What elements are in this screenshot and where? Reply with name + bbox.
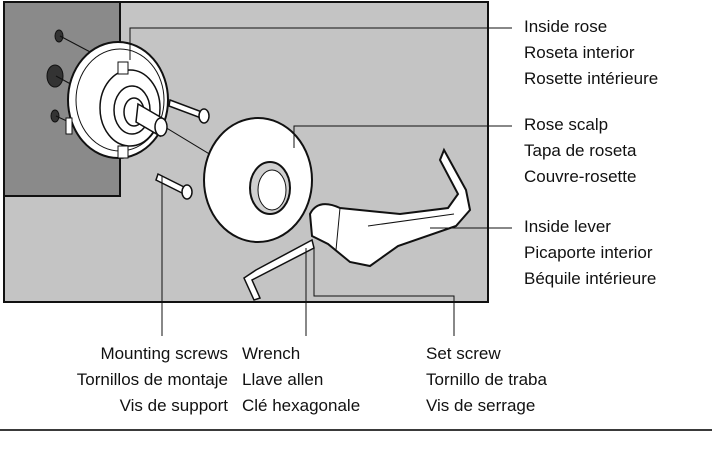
inside-rose-en: Inside rose <box>524 17 608 36</box>
mounting-screws-label: Mounting screws Tornillos de montaje Vis… <box>4 341 228 419</box>
inside-rose-es: Roseta interior <box>524 43 635 62</box>
spindle-part <box>135 102 168 138</box>
set-screw-en: Set screw <box>426 344 501 363</box>
wrench-part <box>243 238 315 301</box>
inside-rose-label: Inside rose Roseta interior Rosette inté… <box>524 14 658 92</box>
inside-lever-part <box>308 147 472 268</box>
rose-scalp-fr: Couvre-rosette <box>524 167 637 186</box>
wrench-fr: Clé hexagonale <box>242 396 361 415</box>
inside-lever-fr: Béquile intérieure <box>524 269 657 288</box>
inside-lever-en: Inside lever <box>524 217 611 236</box>
wrench-label: Wrench Llave allen Clé hexagonale <box>242 341 360 419</box>
door-hole-center <box>46 64 64 88</box>
set-screw-es: Tornillo de traba <box>426 370 547 389</box>
inside-rose-fr: Rosette intérieure <box>524 69 659 88</box>
door-hole-bottom <box>50 109 60 123</box>
inside-lever-es: Picaporte interior <box>524 243 653 262</box>
mounting-screw-upper <box>168 98 210 124</box>
set-screw-fr: Vis de serrage <box>426 396 536 415</box>
callout-leaders <box>129 27 512 336</box>
wrench-en: Wrench <box>242 344 301 363</box>
footer-divider <box>0 429 712 431</box>
door-hole-top <box>54 29 64 43</box>
set-screw-label: Set screw Tornillo de traba Vis de serra… <box>426 341 547 419</box>
rose-scalp-en: Rose scalp <box>524 115 609 134</box>
rose-scalp-label: Rose scalp Tapa de roseta Couvre-rosette <box>524 112 636 190</box>
mounting-screws-es: Tornillos de montaje <box>76 370 228 389</box>
inside-rose-part <box>65 41 169 159</box>
rose-scalp-part <box>203 117 313 243</box>
mounting-screw-lower <box>155 172 193 200</box>
mounting-screws-en: Mounting screws <box>100 344 228 363</box>
wrench-es: Llave allen <box>242 370 324 389</box>
inside-lever-label: Inside lever Picaporte interior Béquile … <box>524 214 656 292</box>
rose-scalp-es: Tapa de roseta <box>524 141 637 160</box>
mounting-screws-fr: Vis de support <box>119 396 228 415</box>
